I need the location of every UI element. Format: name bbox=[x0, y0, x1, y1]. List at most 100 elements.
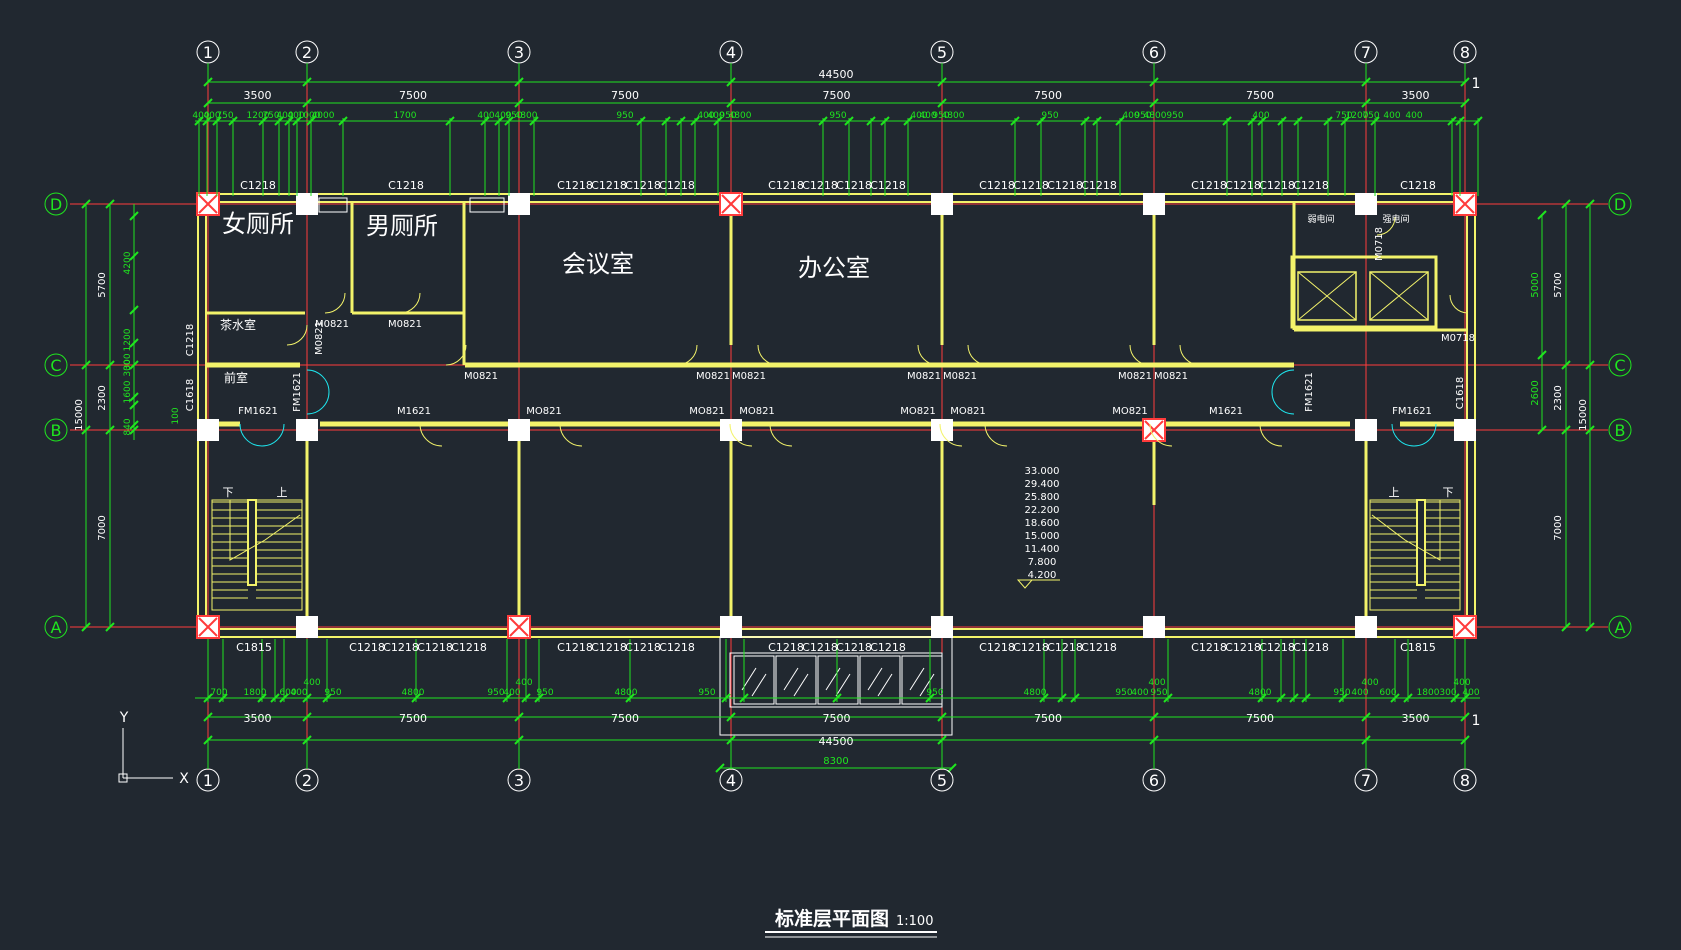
door-label: MO821 bbox=[689, 406, 725, 417]
window-label-bottom: C1218 bbox=[802, 641, 838, 654]
dim-detail-top: 400 bbox=[1405, 111, 1422, 121]
dim-tick bbox=[1149, 98, 1159, 108]
window-label-bottom: C1218 bbox=[1259, 641, 1295, 654]
dim-detail-bottom: 950 bbox=[1150, 688, 1167, 698]
dim-tick bbox=[203, 98, 213, 108]
dim-left-detail: 1200 bbox=[123, 328, 133, 351]
dim-tick bbox=[81, 360, 91, 370]
dim-detail-bottom: 400 bbox=[1351, 688, 1368, 698]
dim-tick bbox=[937, 98, 947, 108]
axis-bubble-label-3: 3 bbox=[514, 43, 524, 62]
door-swing bbox=[676, 344, 698, 366]
level-marker-top: 1 bbox=[1472, 76, 1481, 92]
axis-bubble-a bbox=[1608, 615, 1632, 639]
room-label-womens-restroom: 女厕所 bbox=[222, 210, 294, 238]
dim-tick bbox=[1537, 350, 1547, 360]
door-label: MO821 bbox=[526, 406, 562, 417]
stair-right-arrow bbox=[1371, 500, 1441, 561]
dim-detail-top: 4800 bbox=[1144, 111, 1167, 121]
window-label-bottom: C1218 bbox=[1081, 641, 1117, 654]
dim-right-overall: 15000 bbox=[1578, 399, 1589, 431]
exterior-wall-inner bbox=[205, 201, 1468, 630]
window-label-top: C1218 bbox=[1225, 179, 1261, 192]
window-label-top: C1218 bbox=[659, 179, 695, 192]
dim-left-detail: 300 bbox=[123, 353, 133, 370]
dim-bay-top: 3500 bbox=[1402, 89, 1430, 102]
window-label-top: C1218 bbox=[240, 179, 276, 192]
dim-bay-top: 7500 bbox=[611, 89, 639, 102]
axis-bubble-label-b: B bbox=[1615, 421, 1626, 440]
dim-left-detail: 1600 bbox=[123, 380, 133, 403]
axis-bubble-label-c: C bbox=[1614, 356, 1625, 375]
dim-detail-bottom: 950 bbox=[536, 688, 553, 698]
door-label: M0821 bbox=[907, 371, 941, 382]
door-swing bbox=[1259, 423, 1283, 447]
dim-right-bay-2: 2300 bbox=[1553, 385, 1564, 410]
fire-door-arc bbox=[306, 369, 330, 393]
window-label-top: C1218 bbox=[625, 179, 661, 192]
door-label: M0821 bbox=[464, 371, 498, 382]
dim-right-bay-1: 5700 bbox=[1553, 272, 1564, 297]
window-label-bottom: C1218 bbox=[870, 641, 906, 654]
dim-detail-top: 400 bbox=[192, 111, 209, 121]
stair-up-left: 上 bbox=[277, 486, 288, 499]
dim-detail-top: 400 bbox=[707, 111, 724, 121]
dim-tick bbox=[1460, 98, 1470, 108]
window-label-top: C1218 bbox=[557, 179, 593, 192]
level-marker-bottom: 1 bbox=[1472, 713, 1481, 729]
glass-reflection bbox=[751, 673, 767, 697]
elevation-value: 18.600 bbox=[1025, 518, 1060, 529]
door-label: M0718 bbox=[1441, 333, 1475, 344]
door-label: M0821 bbox=[732, 371, 766, 382]
elevator-car-right bbox=[1369, 271, 1429, 321]
elevation-value: 15.000 bbox=[1025, 531, 1060, 542]
axis-bubble-label-c: C bbox=[50, 356, 61, 375]
dim-detail-top: 950 bbox=[932, 111, 949, 121]
glass-reflection bbox=[909, 667, 925, 691]
door-label: M0821 bbox=[1154, 371, 1188, 382]
dim-detail-top: 400 bbox=[919, 111, 936, 121]
dim-detail-top: 400 bbox=[1252, 111, 1269, 121]
dim-detail-bottom: 950 bbox=[698, 688, 715, 698]
dim-bay-bottom: 3500 bbox=[244, 712, 272, 725]
window-label-top: C1218 bbox=[768, 179, 804, 192]
dim-left-bay-3: 7000 bbox=[97, 515, 108, 540]
column-cross-mark bbox=[509, 617, 529, 637]
axis-bubble-label-2: 2 bbox=[302, 43, 312, 62]
axis-bubble-label-4: 4 bbox=[726, 43, 736, 62]
dim-tick bbox=[81, 425, 91, 435]
dim-right-detail-2: 2600 bbox=[1530, 380, 1541, 405]
door-swing bbox=[445, 344, 467, 366]
door-swing bbox=[324, 292, 346, 314]
axis-bubble-c bbox=[1608, 353, 1632, 377]
washbasin-icon bbox=[318, 197, 348, 213]
axis-bubble-label-6: 6 bbox=[1149, 771, 1159, 790]
axis-bubble-label-a: A bbox=[1615, 618, 1626, 637]
column bbox=[508, 193, 530, 215]
axis-bubble-b bbox=[44, 418, 68, 442]
axis-bubble-b bbox=[1608, 418, 1632, 442]
dim-tick bbox=[947, 763, 957, 773]
axis-bubble-label-1: 1 bbox=[203, 771, 213, 790]
dim-detail-top: 750 bbox=[1335, 111, 1352, 121]
partition-walls bbox=[206, 202, 1467, 620]
dim-detail-bottom: 600 bbox=[1379, 688, 1396, 698]
column bbox=[1143, 193, 1165, 215]
dim-detail-top: 400 bbox=[287, 111, 304, 121]
door-swing bbox=[729, 423, 753, 447]
door-swing bbox=[984, 423, 1008, 447]
axis-bubble-label-5: 5 bbox=[937, 43, 947, 62]
dim-overall-bottom: 44500 bbox=[819, 735, 854, 748]
axis-bubble-label-8: 8 bbox=[1460, 771, 1470, 790]
washbasin-icon bbox=[469, 197, 505, 213]
dim-detail-bottom: 950 bbox=[324, 688, 341, 698]
window-label-bottom: C1815 bbox=[236, 641, 272, 654]
axis-bubble-label-7: 7 bbox=[1361, 43, 1371, 62]
door-label: FM1621 bbox=[1304, 372, 1315, 412]
dim-tick bbox=[1149, 712, 1159, 722]
window-label-bottom: C1218 bbox=[1293, 641, 1329, 654]
column bbox=[720, 616, 742, 638]
